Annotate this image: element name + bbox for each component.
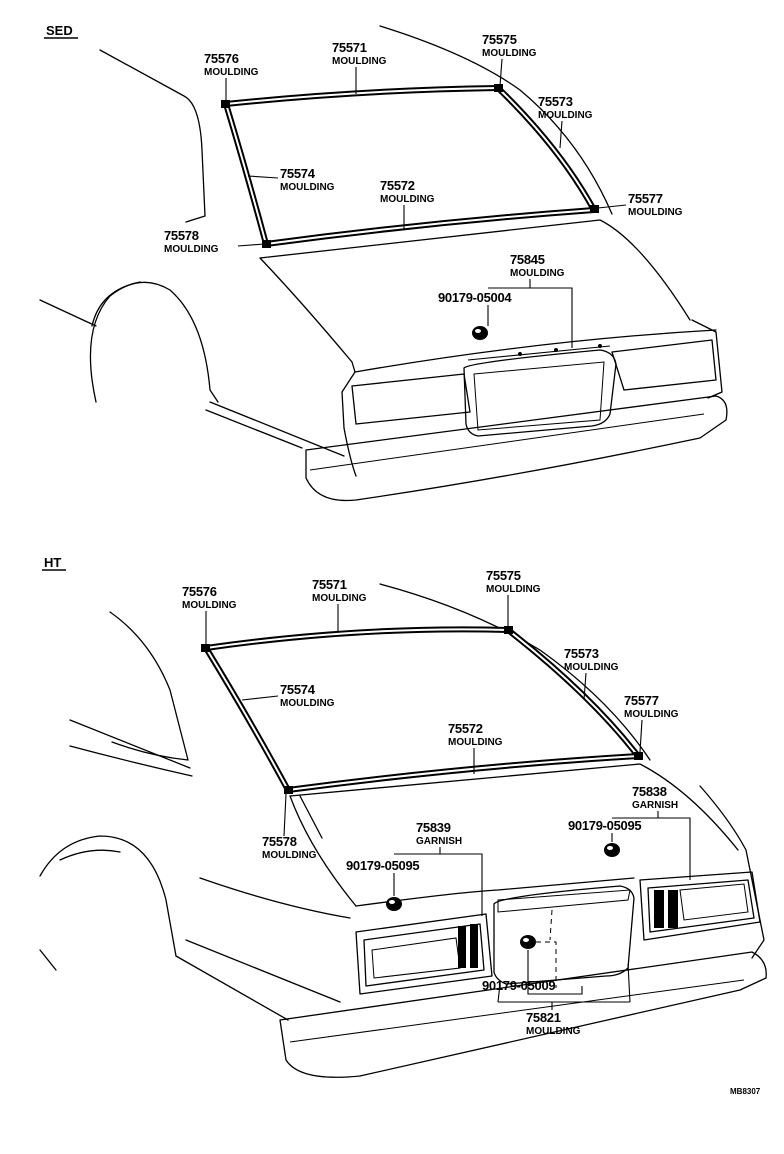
part-number: 75573: [564, 646, 599, 661]
part-number: 75574: [280, 166, 316, 181]
part-number: 75575: [482, 32, 517, 47]
sed-diagram: SED: [39, 23, 728, 502]
part-number: 75576: [204, 51, 239, 66]
ht-callout-90179-05095-left: 90179-05095: [346, 858, 420, 896]
part-name: MOULDING: [538, 110, 593, 121]
sed-rear-window-mouldings: [221, 84, 599, 248]
part-number: 75574: [280, 682, 316, 697]
ht-diagram: HT: [39, 555, 767, 1078]
part-number: 75576: [182, 584, 217, 599]
part-number: 75577: [628, 191, 663, 206]
sed-callout-90179-05004: 90179-05004: [438, 290, 513, 326]
ht-callout-75577: 75577 MOULDING: [624, 693, 679, 753]
ht-callout-90179-05009: 90179-05009: [482, 950, 583, 995]
ht-callout-90179-05095-right: 90179-05095: [568, 818, 642, 842]
part-name: MOULDING: [448, 737, 503, 748]
ht-callout-75821: 75821 MOULDING: [497, 963, 631, 1037]
part-number: 90179-05009: [482, 978, 555, 993]
figure-reference: MB8307: [730, 1087, 761, 1096]
section-heading-ht: HT: [44, 555, 61, 570]
part-number: 90179-05095: [568, 818, 641, 833]
part-number: 90179-05095: [346, 858, 419, 873]
ht-callout-75573: 75573 MOULDING: [564, 646, 619, 701]
part-number: 75845: [510, 252, 545, 267]
part-number: 75577: [624, 693, 659, 708]
part-number: 75571: [312, 577, 347, 592]
part-name: MOULDING: [564, 662, 619, 673]
sed-callout-75575: 75575 MOULDING: [482, 32, 537, 87]
ht-car-outline: [39, 583, 767, 1078]
sed-car-outline: [39, 25, 728, 502]
part-number: 75573: [538, 94, 573, 109]
sed-callout-75576: 75576 MOULDING: [204, 51, 259, 102]
part-name: MOULDING: [526, 1026, 581, 1037]
part-name: MOULDING: [164, 244, 219, 255]
ht-callout-75838: 75838 GARNISH: [612, 784, 691, 880]
part-name: MOULDING: [332, 56, 387, 67]
section-heading-sed: SED: [46, 23, 73, 38]
ht-callout-75578: 75578 MOULDING: [262, 793, 317, 861]
ht-callout-75572: 75572 MOULDING: [448, 721, 503, 774]
part-name: GARNISH: [416, 836, 462, 847]
part-number: 75821: [526, 1010, 561, 1025]
sed-callout-75845: 75845 MOULDING: [488, 252, 573, 348]
part-name: MOULDING: [182, 600, 237, 611]
part-number: 75578: [262, 834, 297, 849]
part-name: MOULDING: [280, 182, 335, 193]
part-number: 75838: [632, 784, 667, 799]
part-name: GARNISH: [632, 800, 678, 811]
part-name: MOULDING: [624, 709, 679, 720]
ht-callout-75575: 75575 MOULDING: [486, 568, 541, 626]
part-name: MOULDING: [262, 850, 317, 861]
sed-callout-75577: 75577 MOULDING: [597, 191, 683, 218]
part-number: 75575: [486, 568, 521, 583]
ht-callout-75839: 75839 GARNISH: [394, 820, 483, 916]
part-name: MOULDING: [510, 268, 565, 279]
ht-callout-75571: 75571 MOULDING: [312, 577, 367, 632]
sed-callout-75578: 75578 MOULDING: [164, 228, 265, 255]
part-name: MOULDING: [312, 593, 367, 604]
part-number: 75571: [332, 40, 367, 55]
part-number: 75578: [164, 228, 199, 243]
part-name: MOULDING: [628, 207, 683, 218]
part-name: MOULDING: [280, 698, 335, 709]
sed-callout-75571: 75571 MOULDING: [332, 40, 387, 94]
part-number: 75839: [416, 820, 451, 835]
part-name: MOULDING: [486, 584, 541, 595]
part-number: 90179-05004: [438, 290, 512, 305]
sed-callout-75573: 75573 MOULDING: [538, 94, 593, 149]
ht-rear-window-mouldings: [201, 626, 643, 794]
ht-callout-75576: 75576 MOULDING: [182, 584, 237, 644]
sed-callout-75574: 75574 MOULDING: [247, 166, 335, 193]
part-number: 75572: [448, 721, 483, 736]
part-name: MOULDING: [380, 194, 435, 205]
part-number: 75572: [380, 178, 415, 193]
part-name: MOULDING: [204, 67, 259, 78]
ht-callout-75574: 75574 MOULDING: [241, 682, 335, 709]
sed-callout-75572: 75572 MOULDING: [380, 178, 435, 230]
part-name: MOULDING: [482, 48, 537, 59]
